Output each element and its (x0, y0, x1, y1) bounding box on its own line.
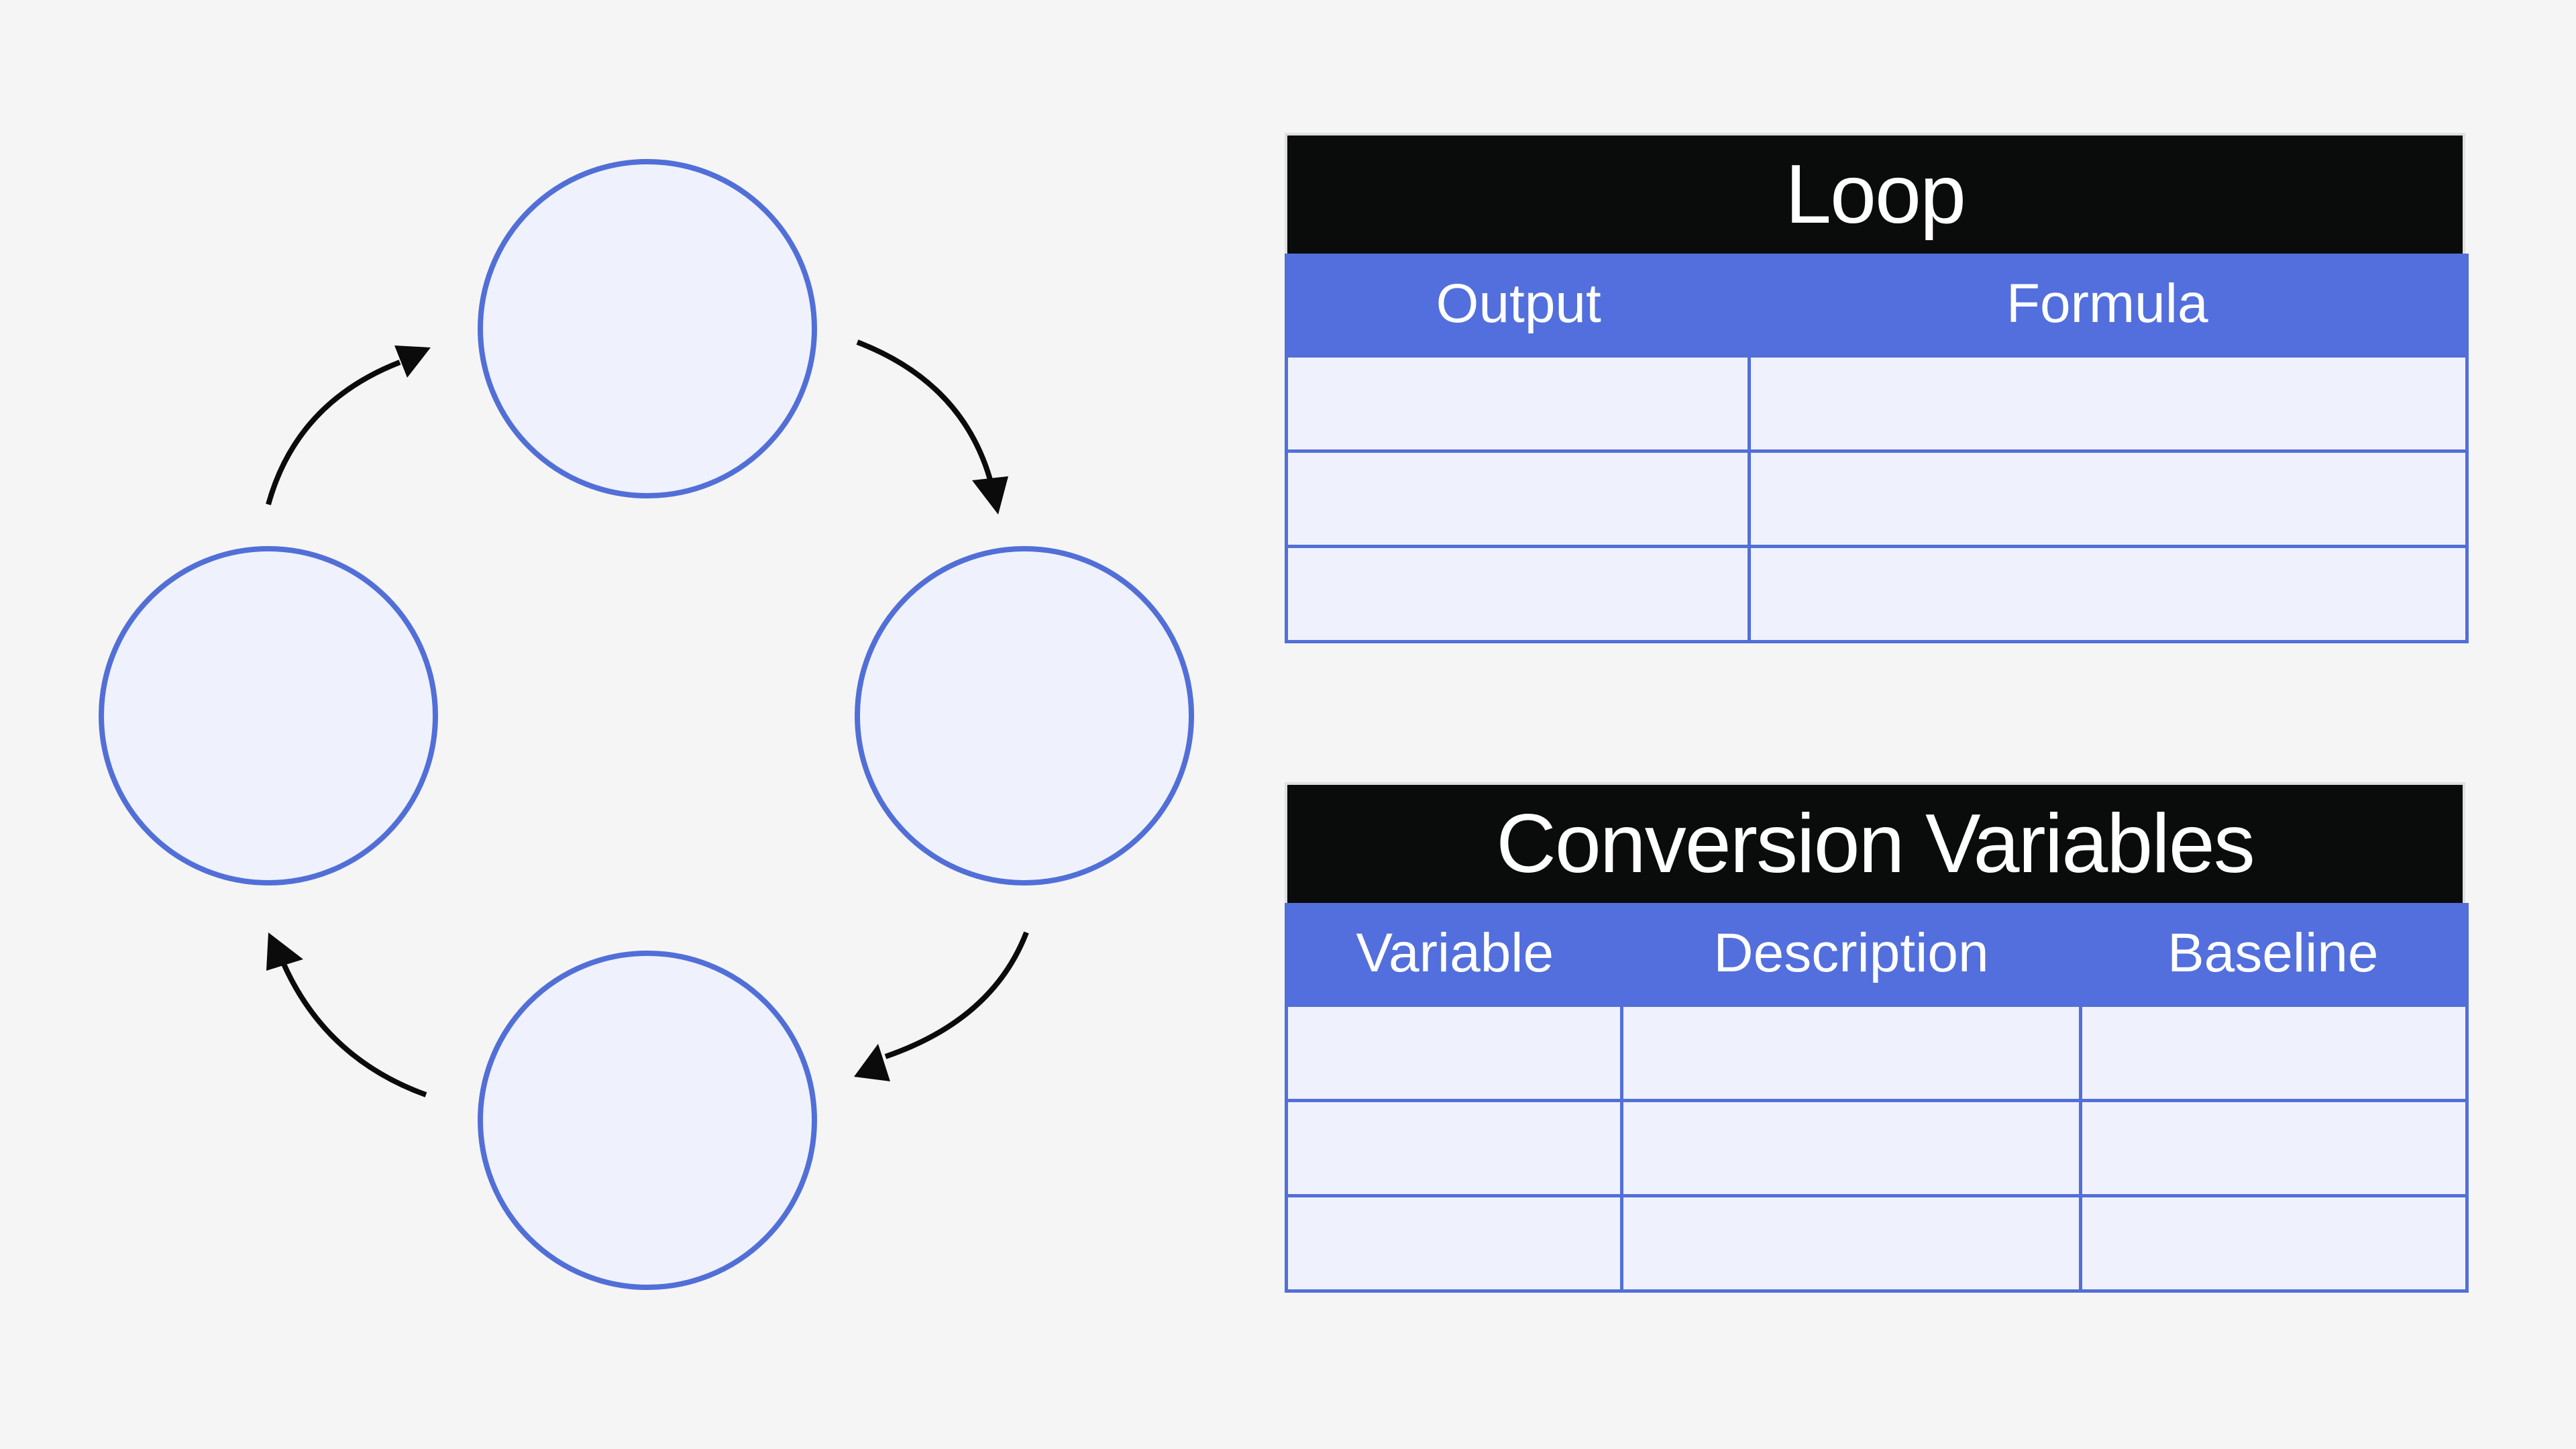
arrow-left-to-top (266, 345, 431, 506)
table-cell[interactable] (1285, 1004, 1623, 1102)
arrow-right-to-bottom (854, 931, 1029, 1081)
table-cell[interactable] (1285, 545, 1751, 643)
table-header-row: Output Formula (1285, 254, 2469, 356)
table-row (1285, 1194, 2469, 1293)
column-header-formula: Formula (1749, 254, 2469, 356)
conversion-table-title: Conversion Variables (1285, 782, 2465, 903)
column-header-variable: Variable (1285, 903, 1622, 1006)
table-cell[interactable] (1620, 1004, 2082, 1102)
column-header-output: Output (1285, 254, 1750, 356)
table-cell[interactable] (1285, 1194, 1623, 1293)
cycle-node-bottom (478, 951, 817, 1290)
column-header-description: Description (1621, 903, 2081, 1006)
table-row (1285, 545, 2469, 643)
conversion-variables-table: Conversion Variables Variable Descriptio… (1285, 782, 2469, 1293)
loop-table: Loop Output Formula (1285, 133, 2469, 643)
loop-table-title: Loop (1285, 133, 2465, 254)
cycle-node-top (478, 159, 817, 498)
table-cell[interactable] (2079, 1099, 2469, 1197)
table-row (1285, 1099, 2469, 1197)
table-row (1285, 354, 2469, 453)
table-cell[interactable] (1620, 1194, 2082, 1293)
table-cell[interactable] (1620, 1099, 2082, 1197)
table-cell[interactable] (1285, 354, 1751, 453)
column-header-baseline: Baseline (2080, 903, 2469, 1006)
arrow-top-to-right (856, 339, 1008, 515)
table-cell[interactable] (1285, 449, 1751, 548)
table-cell[interactable] (1748, 545, 2469, 643)
conversion-table-grid: Variable Description Baseline (1285, 903, 2469, 1293)
arrow-bottom-to-left (266, 932, 427, 1097)
table-cell[interactable] (2079, 1194, 2469, 1293)
loop-table-grid: Output Formula (1285, 254, 2469, 643)
table-row (1285, 1004, 2469, 1102)
table-cell[interactable] (1748, 354, 2469, 453)
table-row (1285, 449, 2469, 548)
cycle-node-right (855, 546, 1194, 885)
cycle-node-left (99, 546, 438, 885)
table-cell[interactable] (2079, 1004, 2469, 1102)
table-cell[interactable] (1748, 449, 2469, 548)
table-cell[interactable] (1285, 1099, 1623, 1197)
table-header-row: Variable Description Baseline (1285, 903, 2469, 1006)
